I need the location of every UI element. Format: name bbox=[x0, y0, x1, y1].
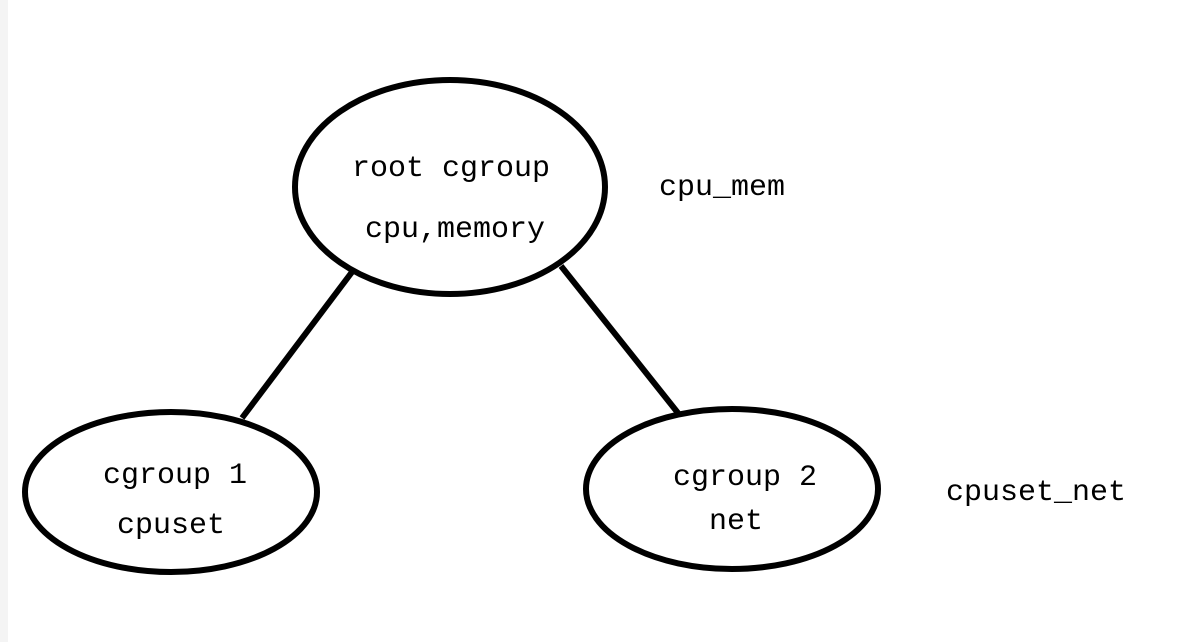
edge-root-to-cgroup2 bbox=[558, 264, 681, 415]
cgroup2-hierarchy-label: cpuset_net bbox=[946, 476, 1126, 510]
node-root-cgroup: root cgroup cpu,memory bbox=[292, 77, 608, 297]
node-cgroup-2: cgroup 2 net bbox=[583, 406, 881, 572]
left-margin-strip bbox=[0, 0, 8, 642]
node-cgroup-1: cgroup 1 cpuset bbox=[22, 409, 320, 575]
node-root-ellipse bbox=[292, 77, 608, 297]
node-cgroup2-ellipse bbox=[583, 406, 881, 572]
node-cgroup2-subsystems: net bbox=[709, 505, 763, 539]
node-cgroup2-title: cgroup 2 bbox=[673, 461, 817, 495]
node-cgroup1-subsystems: cpuset bbox=[117, 509, 225, 543]
node-root-subsystems: cpu,memory bbox=[365, 213, 545, 247]
root-hierarchy-label: cpu_mem bbox=[659, 171, 785, 205]
node-cgroup1-ellipse bbox=[22, 409, 320, 575]
edge-root-to-cgroup1 bbox=[239, 270, 355, 420]
node-cgroup1-title: cgroup 1 bbox=[103, 459, 247, 493]
node-root-title: root cgroup bbox=[352, 152, 550, 186]
